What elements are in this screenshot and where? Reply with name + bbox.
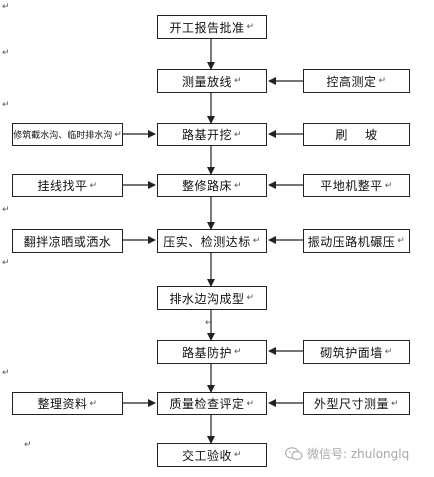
return-mark: ↵ — [233, 347, 243, 357]
return-mark: ↵ — [246, 22, 255, 32]
node-inspect-label: 质量检查评定 — [169, 397, 245, 411]
node-protect: 路基防护↵ — [157, 340, 267, 364]
return-mark: ↵ — [24, 440, 32, 450]
node-survey-label: 测量放线 — [181, 74, 232, 89]
node-records: 整理资料↵ — [12, 392, 123, 415]
node-slope-label: 刷 坡 — [335, 128, 378, 142]
node-elevation: 控高测定↵ — [303, 69, 410, 93]
return-mark: ↵ — [252, 236, 261, 246]
return-mark: ↵ — [233, 129, 243, 140]
return-mark: ↵ — [384, 347, 393, 357]
node-excavate: 路基开挖↵ — [157, 123, 267, 146]
node-acceptance: 交工验收↵ — [157, 443, 267, 467]
return-mark: ↵ — [384, 180, 393, 191]
return-mark: ↵ — [390, 398, 400, 409]
node-dry-water-label: 翻拌凉晒或洒水 — [23, 234, 112, 249]
return-mark: ↵ — [2, 2, 10, 12]
node-slope: 刷 坡 — [303, 123, 410, 146]
return-mark: ↵ — [2, 100, 10, 110]
node-drainage-left: 修筑截水沟、临时排水沟↵ — [12, 123, 123, 146]
return-mark: ↵ — [2, 205, 10, 215]
return-mark: ↵ — [89, 180, 98, 191]
return-mark: ↵ — [2, 48, 10, 58]
watermark-text: 微信号: zhulonglq — [307, 447, 410, 461]
return-mark: ↵ — [246, 293, 255, 303]
return-mark: ↵ — [397, 236, 406, 246]
node-grader-label: 平地机整平 — [320, 179, 383, 193]
node-acceptance-label: 交工验收 — [181, 448, 232, 463]
node-records-label: 整理资料 — [37, 397, 88, 411]
node-dimension-label: 外型尺寸测量 — [313, 397, 389, 411]
node-inspect: 质量检查评定↵ — [157, 392, 267, 415]
node-wall: 砌筑护面墙↵ — [303, 340, 410, 364]
return-mark: ↵ — [233, 76, 243, 86]
node-ditch-label: 排水边沟成型 — [169, 291, 245, 306]
node-survey: 测量放线↵ — [157, 69, 267, 93]
return-mark: ↵ — [246, 398, 255, 409]
node-drainage-left-label: 修筑截水沟、临时排水沟 — [13, 131, 113, 141]
node-dry-water: 翻拌凉晒或洒水 — [12, 229, 123, 253]
node-start: 开工报告批准↵ — [157, 15, 267, 39]
node-compact-label: 压实、检测达标 — [163, 234, 251, 249]
node-elevation-label: 控高测定 — [326, 74, 377, 89]
node-trim: 整修路床↵ — [157, 174, 267, 197]
node-trim-label: 整修路床 — [181, 179, 232, 193]
wechat-icon — [285, 446, 303, 460]
node-level-left-label: 挂线找平 — [37, 179, 88, 193]
watermark: 微信号: zhulonglq — [285, 445, 409, 462]
return-mark: ↵ — [378, 76, 387, 86]
node-ditch: 排水边沟成型↵ — [157, 286, 267, 310]
return-mark: ↵ — [89, 398, 98, 409]
node-protect-label: 路基防护 — [181, 345, 232, 360]
return-mark: ↵ — [233, 180, 243, 191]
node-roller: 振动压路机碾压↵ — [303, 229, 410, 253]
return-mark: ↵ — [2, 258, 10, 268]
return-mark: ↵ — [114, 129, 122, 140]
node-dimension: 外型尺寸测量↵ — [303, 392, 410, 415]
return-mark: ↵ — [205, 318, 213, 328]
return-mark: ↵ — [233, 450, 243, 460]
node-grader: 平地机整平↵ — [303, 174, 410, 197]
return-mark: ↵ — [2, 368, 10, 378]
node-wall-label: 砌筑护面墙 — [320, 345, 383, 360]
node-level-left: 挂线找平↵ — [12, 174, 123, 197]
node-compact: 压实、检测达标↵ — [157, 229, 267, 253]
node-roller-label: 振动压路机碾压 — [307, 234, 396, 249]
node-start-label: 开工报告批准 — [169, 20, 245, 35]
node-excavate-label: 路基开挖 — [181, 128, 232, 142]
